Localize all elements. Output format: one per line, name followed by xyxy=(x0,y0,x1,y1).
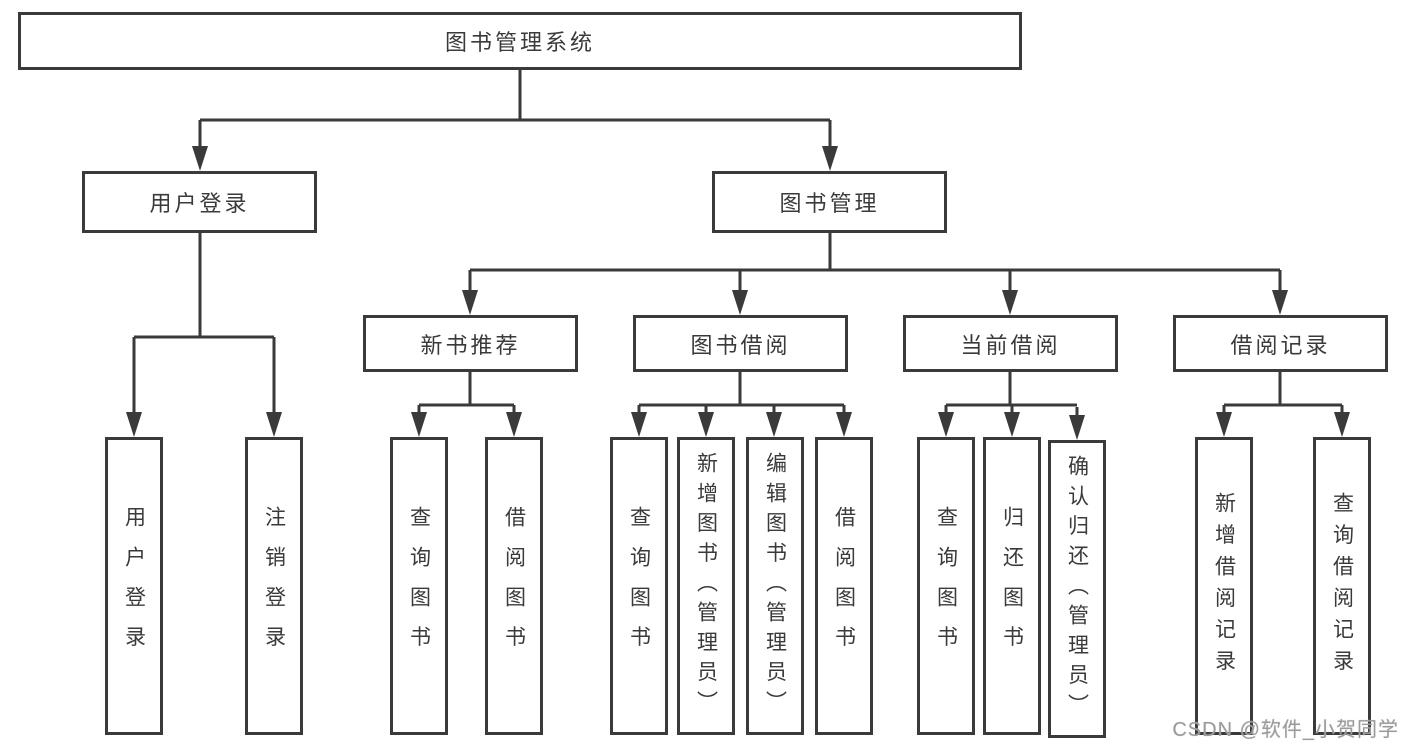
node-borrow-records: 借阅记录 xyxy=(1173,315,1388,372)
leaf-query-books-current: 查询图书 xyxy=(917,437,975,735)
node-label: 用户登录 xyxy=(122,506,146,666)
node-label: 新书推荐 xyxy=(420,332,521,358)
node-user-login: 用户登录 xyxy=(82,171,317,233)
leaf-add-borrow-record: 新增借阅记录 xyxy=(1195,437,1253,735)
leaf-logout: 注销登录 xyxy=(245,437,303,735)
node-label: 注销登录 xyxy=(262,506,286,666)
node-label: 图书管理 xyxy=(779,191,880,216)
node-label: 新增图书（管理员） xyxy=(694,451,718,721)
node-label: 用户登录 xyxy=(149,191,250,216)
node-label: 查询借阅记录 xyxy=(1330,491,1354,681)
node-label: 查询图书 xyxy=(407,506,431,666)
node-label: 借阅图书 xyxy=(502,506,526,666)
leaf-add-book-admin: 新增图书（管理员） xyxy=(677,437,735,735)
leaf-query-books-borrow: 查询图书 xyxy=(610,437,668,735)
node-new-book-recommend: 新书推荐 xyxy=(363,315,578,372)
node-book-borrow: 图书借阅 xyxy=(633,315,848,372)
node-label: 借阅记录 xyxy=(1230,332,1331,358)
leaf-confirm-return-admin: 确认归还（管理员） xyxy=(1048,440,1106,738)
leaf-borrow-books-borrow: 借阅图书 xyxy=(815,437,873,735)
leaf-borrow-books-recommend: 借阅图书 xyxy=(485,437,543,735)
leaf-edit-book-admin: 编辑图书（管理员） xyxy=(746,437,804,735)
leaf-user-login: 用户登录 xyxy=(105,437,163,735)
node-label: 确认归还（管理员） xyxy=(1065,454,1089,724)
leaf-query-books-recommend: 查询图书 xyxy=(390,437,448,735)
node-label: 借阅图书 xyxy=(832,506,856,666)
node-book-management: 图书管理 xyxy=(712,171,947,233)
node-label: 查询图书 xyxy=(934,506,958,666)
csdn-watermark: CSDN @软件_小贺同学 xyxy=(1172,719,1399,741)
leaf-query-borrow-record: 查询借阅记录 xyxy=(1313,437,1371,735)
node-label: 归还图书 xyxy=(1000,506,1024,666)
node-label: 新增借阅记录 xyxy=(1212,491,1236,681)
node-label: 当前借阅 xyxy=(960,332,1061,358)
node-library-system: 图书管理系统 xyxy=(18,12,1022,70)
node-current-borrow: 当前借阅 xyxy=(903,315,1118,372)
node-label: 查询图书 xyxy=(627,506,651,666)
node-label: 图书管理系统 xyxy=(444,30,595,55)
node-label: 图书借阅 xyxy=(690,332,791,358)
node-label: 编辑图书（管理员） xyxy=(763,451,787,721)
leaf-return-books: 归还图书 xyxy=(983,437,1041,735)
